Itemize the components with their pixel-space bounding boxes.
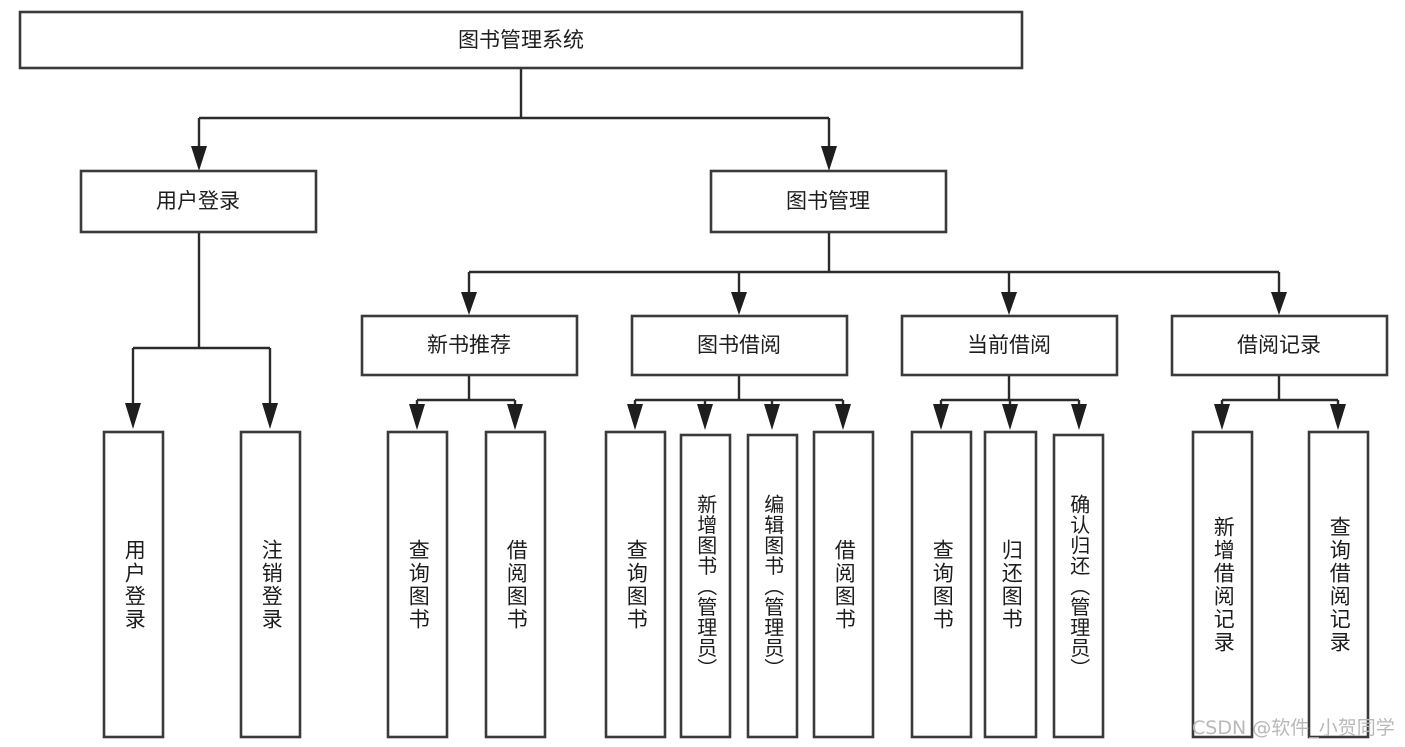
leaf-box-borrow-1[interactable] bbox=[679, 433, 732, 739]
node-new-book-recommend[interactable]: 新书推荐 bbox=[360, 314, 579, 377]
leaf-box-user-login-1[interactable] bbox=[239, 430, 302, 739]
leaf-box-record-1[interactable] bbox=[1307, 430, 1370, 739]
node-book-borrow-label: 图书借阅 bbox=[697, 333, 781, 357]
connector-borrow-to-leaves bbox=[627, 375, 851, 430]
leaf-box-recommend-1[interactable] bbox=[484, 430, 547, 739]
leaf-group-borrow-record bbox=[1191, 430, 1370, 739]
arrowhead-borrow-2 bbox=[764, 404, 780, 430]
arrowhead-current-0 bbox=[933, 404, 949, 430]
node-book-borrow[interactable]: 图书借阅 bbox=[630, 314, 849, 377]
arrowhead-level3-2 bbox=[1001, 292, 1017, 315]
node-current-borrow[interactable]: 当前借阅 bbox=[900, 314, 1119, 377]
arrowhead-borrow-3 bbox=[835, 404, 851, 430]
connector-books-to-level3 bbox=[461, 232, 1287, 315]
leaf-box-current-0[interactable] bbox=[910, 430, 973, 739]
leaf-box-user-login-0[interactable] bbox=[102, 430, 165, 739]
arrowhead-record-1 bbox=[1330, 404, 1346, 430]
arrowhead-level2-0 bbox=[191, 146, 207, 171]
arrowhead-userlogin-0 bbox=[125, 403, 141, 429]
node-current-borrow-label: 当前借阅 bbox=[967, 333, 1051, 357]
node-borrow-record-label: 借阅记录 bbox=[1237, 333, 1321, 357]
connector-root-to-level2 bbox=[191, 68, 837, 171]
leaf-box-current-2[interactable] bbox=[1052, 433, 1105, 739]
connector-record-to-leaves bbox=[1214, 375, 1346, 430]
node-new-book-recommend-box[interactable] bbox=[360, 314, 579, 377]
leaf-group-current-borrow bbox=[910, 430, 1105, 739]
node-current-borrow-box[interactable] bbox=[900, 314, 1119, 377]
node-user-login[interactable]: 用户登录 bbox=[79, 169, 318, 234]
arrowhead-borrow-1 bbox=[697, 404, 713, 430]
leaf-box-record-0[interactable] bbox=[1191, 430, 1254, 739]
arrowhead-borrow-0 bbox=[627, 404, 643, 430]
node-book-management[interactable]: 图书管理 bbox=[709, 169, 948, 234]
leaf-group-user-login bbox=[102, 430, 302, 739]
node-user-login-label: 用户登录 bbox=[156, 189, 240, 213]
leaf-group-book-borrow bbox=[604, 430, 875, 739]
leaf-group-new-book-recommend bbox=[386, 430, 547, 739]
connector-recommend-to-leaves bbox=[409, 375, 523, 430]
arrowhead-record-0 bbox=[1214, 404, 1230, 430]
node-user-login-box[interactable] bbox=[79, 169, 318, 234]
leaf-box-borrow-3[interactable] bbox=[812, 430, 875, 739]
node-book-management-box[interactable] bbox=[709, 169, 948, 234]
node-book-borrow-box[interactable] bbox=[630, 314, 849, 377]
arrowhead-userlogin-1 bbox=[262, 403, 278, 429]
node-borrow-record-box[interactable] bbox=[1170, 314, 1389, 377]
node-root-box[interactable] bbox=[18, 10, 1024, 70]
arrowhead-level3-0 bbox=[461, 292, 477, 315]
leaf-box-borrow-0[interactable] bbox=[604, 430, 667, 739]
arrowhead-recommend-0 bbox=[409, 404, 425, 430]
node-root[interactable]: 图书管理系统 bbox=[18, 10, 1024, 70]
arrowhead-level3-3 bbox=[1271, 292, 1287, 315]
arrowhead-current-2 bbox=[1071, 404, 1087, 430]
node-borrow-record[interactable]: 借阅记录 bbox=[1170, 314, 1389, 377]
connector-userlogin-to-leaves bbox=[125, 232, 278, 429]
arrowhead-recommend-1 bbox=[507, 404, 523, 430]
leaf-box-borrow-2[interactable] bbox=[746, 433, 799, 739]
node-new-book-recommend-label: 新书推荐 bbox=[427, 333, 511, 357]
leaf-box-current-1[interactable] bbox=[983, 430, 1038, 739]
connector-current-to-leaves bbox=[933, 375, 1087, 430]
arrowhead-level2-1 bbox=[821, 146, 837, 171]
leaf-box-recommend-0[interactable] bbox=[386, 430, 449, 739]
node-book-management-label: 图书管理 bbox=[786, 189, 870, 213]
arrowhead-current-1 bbox=[1002, 404, 1018, 430]
arrowhead-level3-1 bbox=[731, 292, 747, 315]
node-root-label: 图书管理系统 bbox=[458, 28, 584, 52]
